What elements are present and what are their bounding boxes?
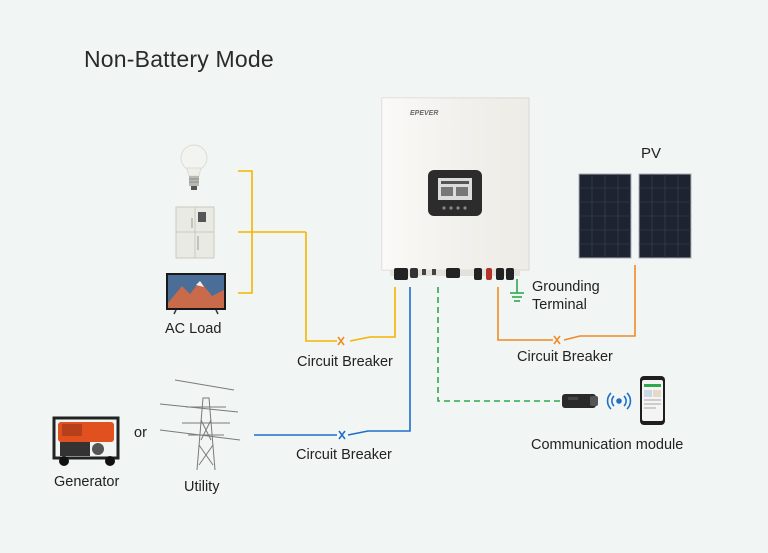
television-icon [166, 273, 226, 315]
solar-panel-icon [578, 173, 692, 259]
light-bulb-icon [180, 144, 208, 190]
ac-load-wire [238, 170, 396, 342]
ac-load-breaker-mark [337, 336, 345, 346]
pv-wire [497, 265, 636, 341]
communication-wire [437, 287, 560, 402]
communication-module-label: Communication module [531, 437, 684, 453]
grounding-label-line2: Terminal [532, 297, 587, 313]
communication-dongle-icon [562, 394, 598, 408]
refrigerator-icon [175, 206, 215, 259]
grounding-label-line1: Grounding [532, 279, 600, 295]
page-title: Non-Battery Mode [84, 46, 274, 72]
utility-breaker-mark [338, 430, 346, 440]
pv-breaker-mark [553, 335, 561, 345]
ground-icon [510, 279, 524, 302]
wifi-signal-icon [606, 392, 632, 410]
smartphone-icon [640, 376, 665, 425]
ac-load-circuit-breaker-label: Circuit Breaker [297, 354, 393, 370]
ac-load-label: AC Load [165, 321, 222, 337]
or-label: or [134, 425, 147, 441]
utility-label: Utility [184, 479, 220, 495]
inverter-brand: EPEVER [410, 110, 438, 117]
generator-label: Generator [54, 474, 120, 490]
utility-wire [254, 287, 411, 436]
power-tower-icon [159, 379, 241, 471]
pv-label: PV [641, 145, 662, 162]
utility-circuit-breaker-label: Circuit Breaker [296, 447, 392, 463]
pv-circuit-breaker-label: Circuit Breaker [517, 349, 613, 365]
generator-icon [52, 416, 120, 466]
inverter: EPEVER [381, 97, 530, 280]
